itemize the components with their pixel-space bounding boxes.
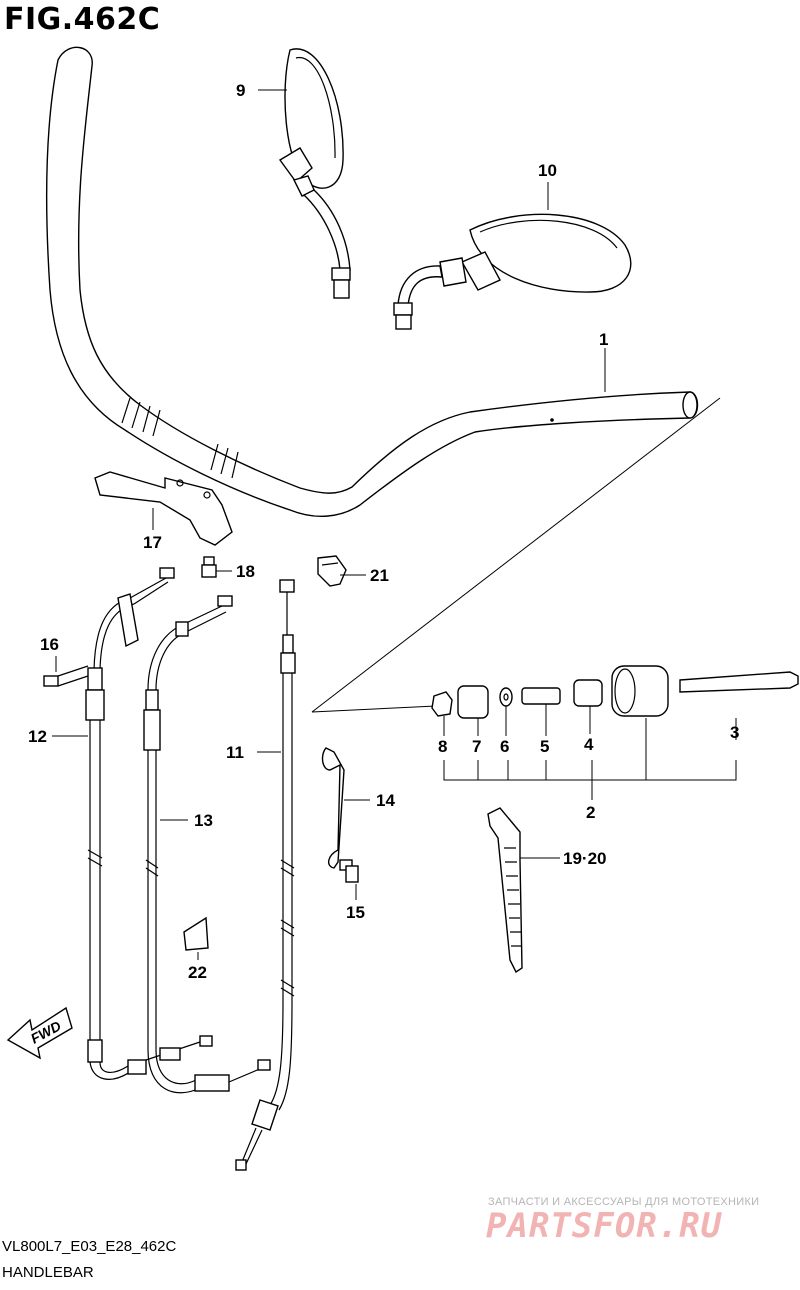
callout-6: 6 (500, 737, 509, 756)
callout-22: 22 (188, 963, 207, 982)
handlebar-part (46, 46, 699, 518)
washer-6 (499, 687, 513, 707)
mirror-right (393, 213, 632, 330)
callout-5: 5 (540, 737, 549, 756)
callout-14: 14 (376, 791, 395, 810)
callout-13: 13 (194, 811, 213, 830)
diagram-code: VL800L7_E03_E28_462C (2, 1238, 177, 1255)
bolt-3 (679, 671, 799, 693)
callout-11: 11 (226, 743, 244, 762)
callout-3: 3 (730, 723, 739, 742)
callout-2: 2 (586, 803, 595, 822)
spacer-4 (573, 679, 603, 707)
callout-4: 4 (584, 735, 594, 754)
callout-8: 8 (438, 737, 447, 756)
bolt-18 (201, 556, 217, 578)
bracket-part (94, 471, 233, 546)
collar-5 (521, 687, 561, 705)
callout-21: 21 (370, 566, 389, 585)
weight-2 (611, 665, 669, 717)
mirror-left (278, 48, 351, 299)
callout-17: 17 (143, 533, 162, 552)
bar-grip-ring (210, 443, 239, 479)
callout-7: 7 (472, 737, 481, 756)
cable-12 (85, 567, 213, 1080)
cable-11 (235, 579, 296, 1171)
callout-18: 18 (236, 562, 255, 581)
cable-clamp (317, 555, 347, 587)
callout-16: 16 (40, 635, 59, 654)
watermark-tagline: ЗАПЧАСТИ И АКСЕССУАРЫ ДЛЯ МОТОТЕХНИКИ (488, 1196, 760, 1208)
callout-15: 15 (346, 903, 365, 922)
watermark-brand: PARTSFOR.RU (486, 1206, 723, 1246)
bolt-15 (339, 859, 359, 883)
callout-9: 9 (236, 81, 245, 100)
figure-title: FIG.462C (4, 2, 161, 37)
bar-grip-ring (121, 397, 161, 437)
cable-tie (487, 807, 523, 974)
callout-19-20: 19·20 (563, 849, 606, 868)
callout-1: 1 (599, 330, 608, 349)
bolt-16 (43, 665, 89, 687)
cap-7 (457, 685, 489, 719)
label-sticker (183, 916, 209, 951)
callout-12: 12 (28, 727, 47, 746)
callout-10: 10 (538, 161, 557, 180)
cable-13 (143, 595, 271, 1094)
fwd-arrow-icon: FWD (6, 1006, 73, 1060)
nut-8 (431, 691, 453, 717)
section-name: HANDLEBAR (2, 1264, 94, 1281)
stay-bracket (321, 747, 345, 869)
